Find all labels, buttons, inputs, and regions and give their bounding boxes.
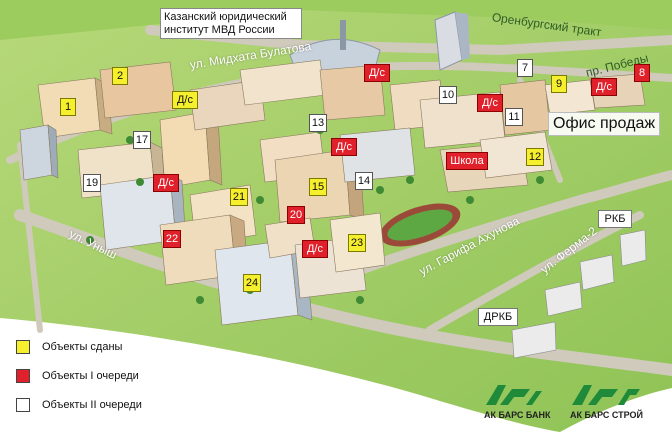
legend-label-first-stage: Объекты I очереди: [42, 370, 139, 382]
university-label: Казанский юридический институт МВД Росси…: [160, 8, 302, 40]
object-marker-13[interactable]: 13: [309, 114, 327, 132]
school-marker[interactable]: Школа: [446, 152, 488, 170]
legend-swatch-second-stage: [16, 398, 30, 412]
object-marker-1[interactable]: 1: [60, 98, 76, 116]
legend-item-done: Объекты сданы: [16, 340, 122, 354]
object-marker-9[interactable]: 9: [551, 75, 567, 93]
kindergarten-marker-done[interactable]: Д/с: [172, 91, 198, 109]
object-marker-20[interactable]: 20: [287, 206, 305, 224]
legend-label-done: Объекты сданы: [42, 341, 123, 353]
object-marker-14[interactable]: 14: [355, 172, 373, 190]
object-marker-11[interactable]: 11: [505, 108, 523, 126]
kindergarten-marker-a[interactable]: Д/с: [364, 64, 390, 82]
kindergarten-marker-c[interactable]: Д/с: [477, 94, 503, 112]
kindergarten-marker-e[interactable]: Д/с: [153, 174, 179, 192]
legend-item-first-stage: Объекты I очереди: [16, 369, 139, 383]
rkb-hospital-label[interactable]: РКБ: [598, 210, 632, 228]
legend-swatch-done: [16, 340, 30, 354]
legend-background: [0, 318, 560, 432]
object-marker-22[interactable]: 22: [163, 230, 181, 248]
object-marker-24[interactable]: 24: [243, 274, 261, 292]
object-marker-8[interactable]: 8: [634, 64, 650, 82]
drkb-hospital-label[interactable]: ДРКБ: [478, 308, 518, 326]
stadium: [379, 203, 461, 247]
object-marker-7[interactable]: 7: [517, 59, 533, 77]
ak-bars-stroy-logo: АК БАРС СТРОЙ: [570, 383, 643, 420]
ak-bars-bank-name: АК БАРС БАНК: [484, 410, 551, 420]
sales-office-label[interactable]: Офис продаж: [548, 112, 661, 136]
object-marker-23[interactable]: 23: [348, 234, 366, 252]
object-marker-2[interactable]: 2: [112, 67, 128, 85]
logo-background: [560, 388, 672, 432]
object-marker-12[interactable]: 12: [526, 148, 544, 166]
ak-bars-bank-logo-mark: [486, 385, 542, 405]
hospital-buildings: [511, 229, 647, 359]
legend-item-second-stage: Объекты II очереди: [16, 398, 142, 412]
kindergarten-marker-f[interactable]: Д/с: [302, 240, 328, 258]
ak-bars-stroy-logo-mark: [572, 385, 640, 405]
ak-bars-bank-logo: АК БАРС БАНК: [484, 383, 551, 420]
ak-bars-stroy-name: АК БАРС СТРОЙ: [570, 410, 644, 420]
object-marker-19[interactable]: 19: [83, 174, 101, 192]
kindergarten-marker-d[interactable]: Д/с: [331, 138, 357, 156]
kindergarten-marker-b[interactable]: Д/с: [591, 78, 617, 96]
object-marker-15[interactable]: 15: [309, 178, 327, 196]
legend-label-second-stage: Объекты II очереди: [42, 399, 142, 411]
object-marker-17[interactable]: 17: [133, 131, 151, 149]
legend-swatch-first-stage: [16, 369, 30, 383]
object-marker-21[interactable]: 21: [230, 188, 248, 206]
object-marker-10[interactable]: 10: [439, 86, 457, 104]
